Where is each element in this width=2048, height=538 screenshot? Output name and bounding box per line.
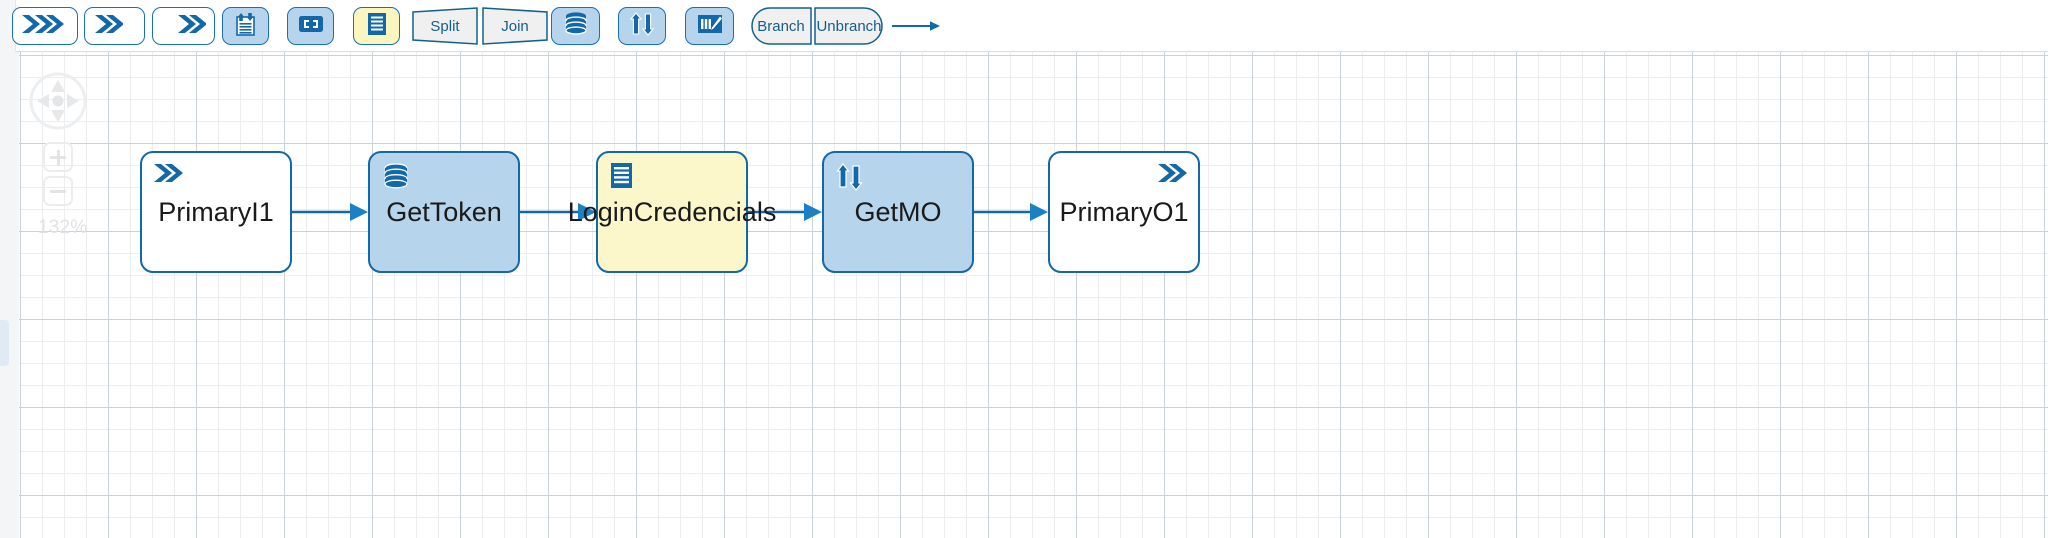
branch-button-label: Branch xyxy=(757,17,805,35)
edge-get-mo-to-primary-o1 xyxy=(972,200,1050,224)
node-login-credencials[interactable]: LoginCredencials xyxy=(568,151,776,273)
node-primary-o1[interactable]: PrimaryO1 xyxy=(1048,151,1200,273)
node-label: GetMO xyxy=(854,196,942,227)
arrow-connector-tool[interactable] xyxy=(888,7,944,45)
zoom-level-label: 132% xyxy=(38,217,88,238)
pan-right-arrow-icon xyxy=(67,94,79,108)
list-document-button[interactable] xyxy=(353,7,400,45)
zoom-in-button[interactable] xyxy=(43,142,73,172)
pan-up-arrow-icon xyxy=(51,80,65,92)
left-panel-tab[interactable] xyxy=(0,320,9,366)
unbranch-button[interactable]: Unbranch xyxy=(814,7,884,45)
join-button[interactable]: Join xyxy=(482,7,548,45)
chevron-forward-right-button[interactable] xyxy=(152,7,215,45)
edge-get-token-to-login-credencials xyxy=(520,200,598,224)
node-get-token[interactable]: GetToken xyxy=(368,151,520,273)
pan-center-dot xyxy=(52,95,64,107)
pan-left-arrow-icon xyxy=(37,94,49,108)
updown-arrows-button[interactable] xyxy=(618,7,666,45)
double-chevron-left-icon xyxy=(93,13,124,40)
edge-login-credencials-to-get-mo xyxy=(746,200,824,224)
chart-edit-button[interactable] xyxy=(685,7,734,45)
node-label: LoginCredencials xyxy=(567,196,777,227)
unbranch-button-label: Unbranch xyxy=(816,17,882,35)
double-chevron-right-icon xyxy=(176,13,207,40)
double-double-chevron-icon xyxy=(20,13,70,40)
canvas-left-gutter xyxy=(0,52,19,538)
arrows-up-down-icon xyxy=(835,162,865,192)
minus-icon xyxy=(50,190,66,193)
expand-brackets-button[interactable] xyxy=(287,7,334,45)
double-chevron-icon xyxy=(1157,162,1187,184)
node-primary-i1[interactable]: PrimaryI1 xyxy=(140,151,292,273)
database-button[interactable] xyxy=(551,7,600,45)
document-inout-icon xyxy=(232,10,260,43)
arrow-right-icon xyxy=(892,21,940,31)
node-label: PrimaryO1 xyxy=(1059,196,1189,227)
chevron-forward-left-button[interactable] xyxy=(84,7,145,45)
node-label: GetToken xyxy=(386,196,502,227)
bars-pencil-icon xyxy=(696,11,724,42)
double-chevron-icon xyxy=(153,162,183,184)
split-button-label: Split xyxy=(430,17,460,35)
split-button[interactable]: Split xyxy=(412,7,478,45)
node-label: PrimaryI1 xyxy=(158,196,274,227)
pan-navigation-pad[interactable] xyxy=(27,70,89,132)
diagram-canvas[interactable]: 132% xyxy=(0,52,2048,538)
pan-down-arrow-icon xyxy=(51,110,65,122)
multi-chevron-forward-button[interactable] xyxy=(12,7,78,45)
database-icon xyxy=(381,162,411,192)
document-transform-button[interactable] xyxy=(222,7,269,45)
edge-primary-i1-to-get-token xyxy=(292,200,370,224)
list-lines-icon xyxy=(609,162,635,190)
join-button-label: Join xyxy=(501,17,529,35)
branch-button[interactable]: Branch xyxy=(750,7,812,45)
brackets-expand-icon xyxy=(297,12,325,41)
zoom-out-button[interactable] xyxy=(43,176,73,206)
list-lines-icon xyxy=(365,11,389,42)
plus-icon-vertical xyxy=(56,149,60,166)
arrows-up-down-icon xyxy=(628,10,656,43)
node-get-mo[interactable]: GetMO xyxy=(822,151,974,273)
database-icon xyxy=(562,10,590,43)
toolbar: Split Join xyxy=(0,0,2048,52)
